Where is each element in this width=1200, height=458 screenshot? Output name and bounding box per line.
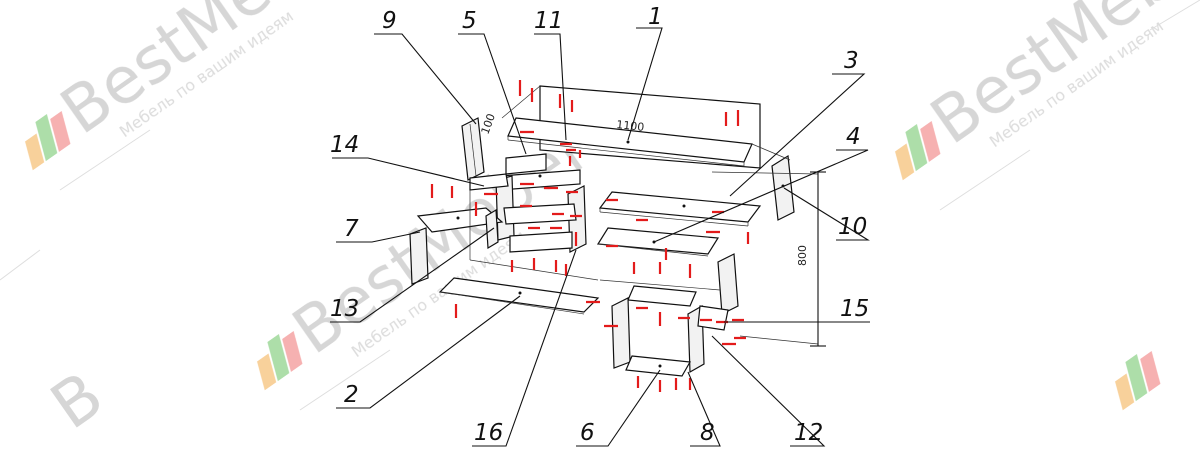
callout-2: 2	[344, 382, 359, 408]
watermark-logo	[1115, 351, 1161, 411]
dimension-height-label: 800	[796, 245, 809, 266]
watermark-logo: B	[38, 358, 116, 444]
callout-16: 16	[474, 420, 503, 446]
callout-10: 10	[838, 214, 867, 240]
dimension-height: 800	[796, 171, 826, 347]
part-6-cube	[611, 253, 739, 377]
callout-14: 14	[330, 132, 359, 158]
leader-lines	[330, 27, 870, 447]
svg-text:B: B	[38, 358, 116, 444]
callout-6: 6	[580, 420, 595, 446]
watermark-layer: BestMebel Мебель по вашим идеям BestMebe…	[0, 0, 1200, 444]
callout-labels: 9 5 11 1 3 14 4 7 10 13 15 2 16 6 8 12	[330, 4, 869, 446]
watermark-logo: BestMebel Мебель по вашим идеям	[25, 0, 364, 171]
part-16-upright	[503, 185, 587, 253]
callout-8: 8	[700, 420, 715, 446]
callout-15: 15	[840, 296, 869, 322]
callout-12: 12	[794, 420, 823, 446]
callout-11: 11	[534, 8, 563, 34]
part-4-shelf	[596, 227, 720, 257]
callout-9: 9	[382, 8, 397, 34]
dimension-depth-label: 100	[479, 112, 498, 136]
callout-4: 4	[846, 124, 861, 150]
part-10-side	[771, 154, 795, 221]
part-7-shelf	[409, 207, 504, 285]
callout-13: 13	[330, 296, 359, 322]
part-1-top-shelf	[507, 85, 761, 169]
callout-1: 1	[648, 4, 663, 30]
callout-7: 7	[344, 216, 359, 242]
callout-5: 5	[462, 8, 477, 34]
dimension-width-label: 1100	[616, 118, 645, 134]
part-2-shelf	[438, 277, 600, 315]
assembly-arrows	[430, 80, 750, 392]
callout-3: 3	[844, 48, 859, 74]
guide-lines	[469, 85, 819, 345]
watermark-logo: BestMebel Мебель по вашим идеям	[895, 0, 1200, 181]
part-3-shelf	[598, 191, 762, 227]
dimension-width: 1100	[616, 118, 645, 134]
